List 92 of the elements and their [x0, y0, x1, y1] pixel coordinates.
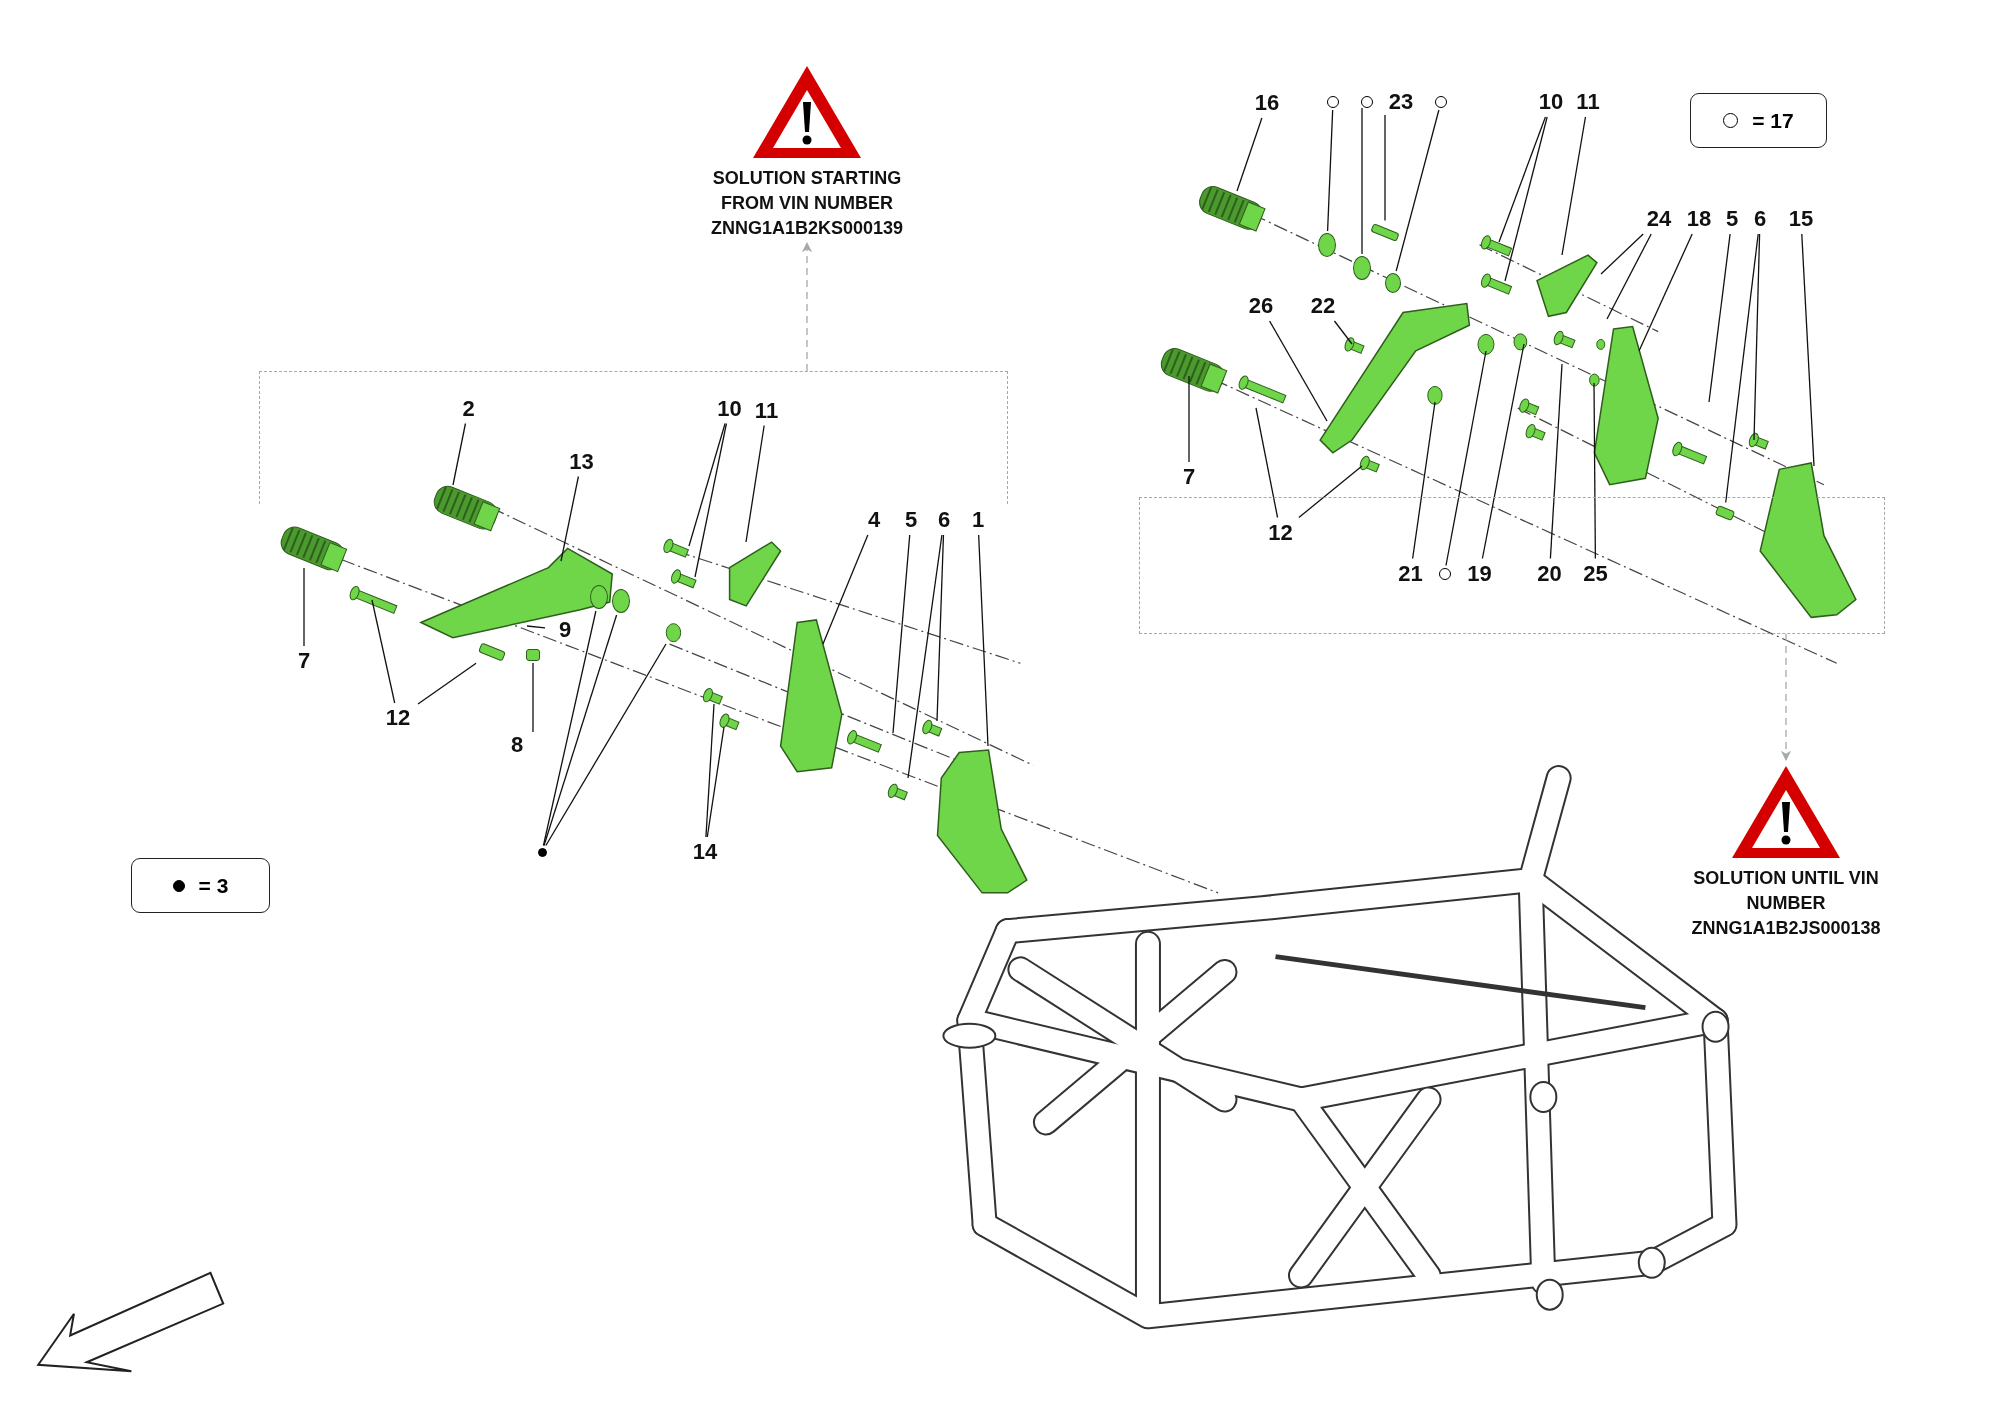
leader-line — [1600, 233, 1644, 275]
callout-number: 18 — [1681, 206, 1717, 232]
leader-line — [694, 422, 728, 578]
leader-line — [907, 534, 943, 779]
callout-number: 16 — [1249, 90, 1285, 116]
leader-line — [1753, 233, 1761, 441]
leader-line — [978, 534, 989, 747]
leader-line — [1561, 116, 1587, 256]
leader-line — [371, 599, 396, 704]
callout-number: 25 — [1577, 560, 1614, 587]
dashed-bracket — [259, 371, 1008, 504]
leader-line — [892, 534, 911, 734]
callout-number: 11 — [1570, 89, 1606, 115]
leader-line — [1593, 382, 1597, 560]
leader-line — [1498, 116, 1547, 243]
callout-number: 14 — [687, 839, 723, 865]
callout-number: 7 — [1171, 464, 1207, 490]
arrow — [1780, 633, 1792, 762]
callout-number: 23 — [1383, 89, 1419, 115]
callout-number: 13 — [563, 448, 600, 475]
leader-line — [1708, 233, 1731, 403]
callout-number: 10 — [711, 395, 748, 422]
circle-marker — [1327, 96, 1339, 108]
leader-line — [1298, 465, 1363, 519]
circle-marker — [1435, 96, 1447, 108]
key-text: = 3 — [198, 873, 229, 898]
leader-line — [560, 475, 580, 562]
callout-number: 9 — [547, 617, 583, 643]
callout-number: 8 — [499, 732, 535, 758]
callout-number: 6 — [926, 507, 962, 533]
callout-number: 10 — [1533, 89, 1569, 115]
washer-drawing — [1353, 256, 1371, 280]
callout-number: 5 — [893, 507, 929, 533]
leader-line — [936, 534, 945, 722]
leader-line — [1188, 375, 1190, 463]
circle-marker — [1438, 567, 1451, 580]
leader-line — [1445, 350, 1487, 567]
leader-line — [545, 643, 667, 847]
leader-line — [745, 424, 765, 543]
leader-line — [822, 534, 869, 645]
leader-line — [542, 610, 597, 847]
callout-number: 22 — [1305, 293, 1341, 319]
callout-number: 26 — [1243, 293, 1279, 319]
leader-line — [1268, 320, 1328, 422]
key-text: = 17 — [1752, 108, 1794, 133]
dot-marker — [537, 847, 547, 857]
bolt-drawing — [1714, 504, 1735, 521]
leader-line — [1638, 233, 1693, 352]
leader-line — [532, 662, 534, 733]
leader-line — [1481, 343, 1525, 560]
leader-line — [1326, 109, 1334, 232]
leader-line — [1549, 363, 1563, 560]
circle-marker — [1361, 96, 1373, 108]
leader-line — [1255, 407, 1279, 519]
nut-drawing — [526, 649, 540, 661]
leader-line — [1384, 114, 1386, 222]
callout-number: 11 — [748, 397, 785, 424]
leader-line — [1412, 401, 1436, 560]
callout-number: 7 — [286, 648, 322, 674]
warning-text: SOLUTION STARTING FROM VIN NUMBER ZNNG1A1B2KS000139 — [709, 167, 905, 240]
leader-line — [452, 422, 467, 486]
callout-number: 24 — [1641, 206, 1677, 232]
callout-number: 12 — [1262, 519, 1299, 546]
callout-number: 15 — [1783, 206, 1819, 232]
callout-number: 4 — [856, 507, 892, 533]
arrow — [801, 241, 813, 372]
callout-number: 2 — [450, 395, 487, 422]
warning-text: SOLUTION UNTIL VIN NUMBER ZNNG1A1B2JS000138 — [1690, 867, 1882, 940]
washer-drawing — [1385, 273, 1401, 293]
leader-line — [706, 726, 725, 838]
leader-line — [1361, 107, 1363, 255]
leader-line — [1504, 116, 1548, 282]
leader-line — [1606, 233, 1652, 320]
washer-drawing — [1318, 233, 1336, 257]
leader-line — [303, 567, 305, 647]
leader-line — [1801, 233, 1815, 467]
leader-line — [417, 662, 477, 705]
dashed-bracket — [1139, 497, 1885, 634]
leader-line — [1236, 117, 1263, 192]
leader-line — [526, 625, 546, 629]
washer-drawing — [612, 589, 630, 613]
leader-line — [688, 422, 726, 547]
callout-number: 21 — [1392, 560, 1429, 587]
leader-line — [543, 614, 618, 847]
leader-line — [1725, 233, 1759, 504]
leader-line — [705, 703, 715, 838]
callout-number: 1 — [960, 507, 996, 533]
callout-number: 20 — [1531, 560, 1568, 587]
callout-number: 12 — [380, 705, 416, 731]
leader-line — [1333, 320, 1353, 345]
leader-line — [1395, 109, 1440, 272]
callout-number: 19 — [1461, 560, 1498, 587]
